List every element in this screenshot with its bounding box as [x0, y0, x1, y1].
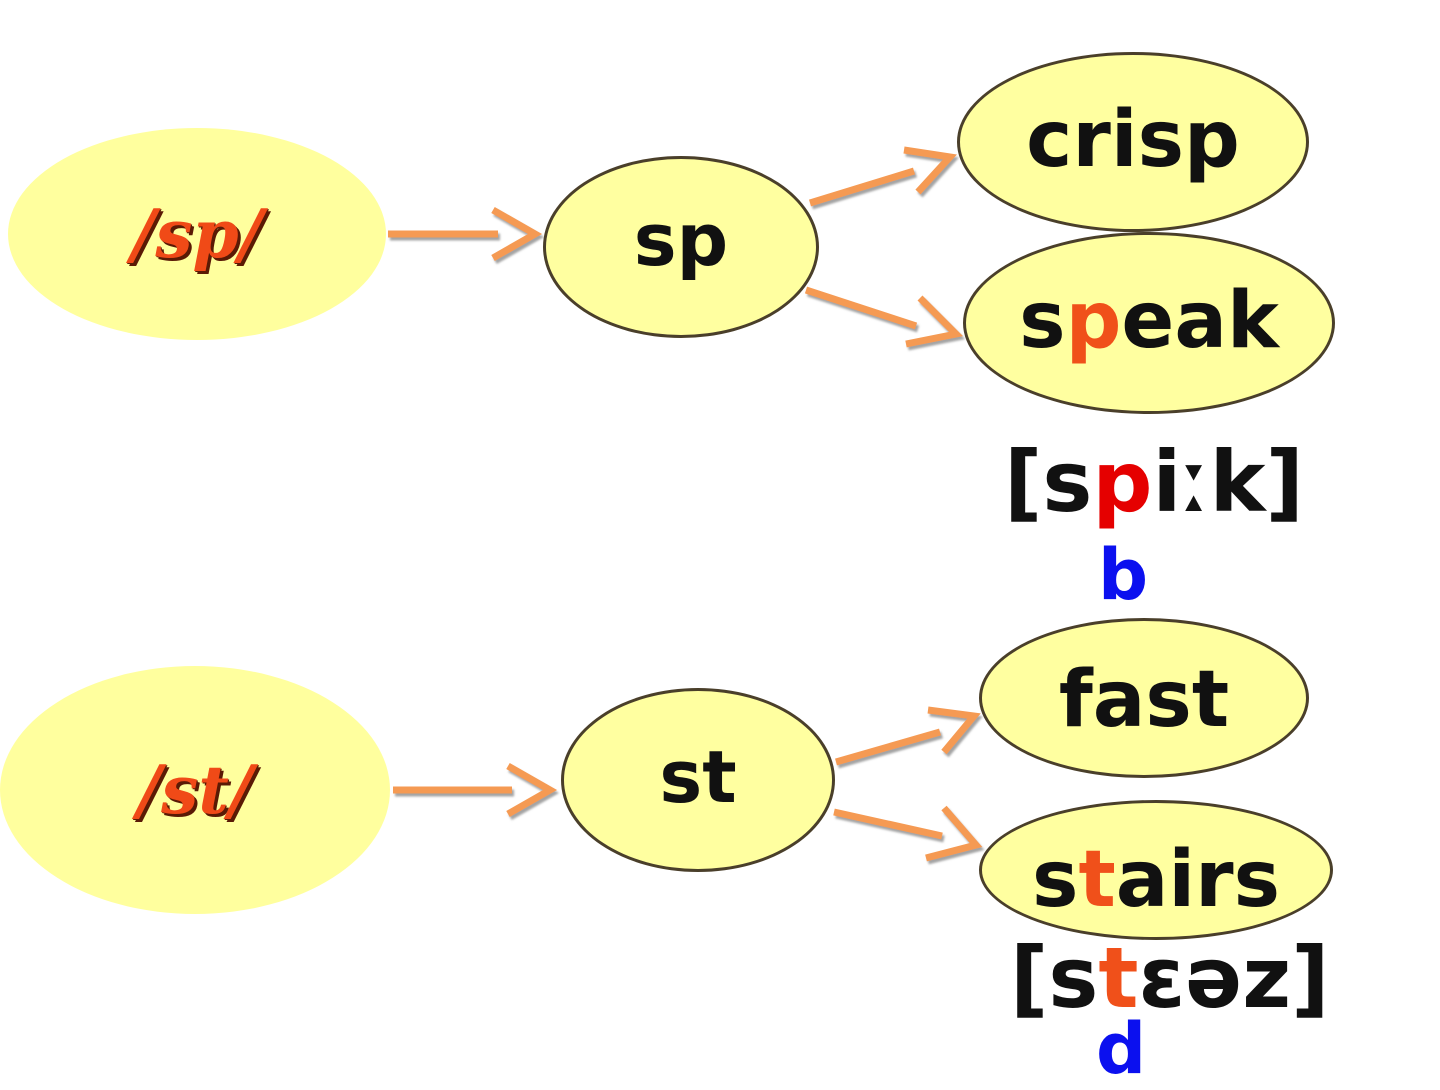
word-node-stairs: stairs: [979, 800, 1333, 940]
voiced-label-d: d: [1096, 1008, 1147, 1090]
word-label-fast: fast: [1058, 655, 1230, 745]
highlighted-letter-t: t: [1078, 835, 1116, 925]
transcription-highlight-p: p: [1092, 433, 1153, 531]
word-label-crisp: crisp: [1026, 95, 1240, 185]
highlighted-letter-p: p: [1065, 276, 1122, 366]
cluster-label-sp: sp: [633, 198, 729, 282]
arrow-sp-to-crisp: [808, 146, 958, 207]
arrow-st-to-stairs: [833, 805, 983, 862]
phoneme-label-sp: /sp/: [131, 195, 263, 273]
phoneme-node-st: /st/: [0, 666, 390, 914]
transcription-stairs: [stɛəz]: [1010, 929, 1330, 1027]
cluster-node-st: st: [561, 688, 835, 872]
voiced-label-b: b: [1098, 534, 1149, 616]
arrow-sp-to-speak: [804, 286, 964, 348]
phoneme-node-sp: /sp/: [8, 128, 386, 340]
transcription-highlight-t: t: [1098, 929, 1139, 1027]
phoneme-label-st: /st/: [137, 751, 253, 829]
transcription-speak: [spiːk]: [1004, 433, 1304, 531]
arrow-sp-phoneme-to-cluster: [388, 206, 543, 262]
word-node-speak: speak: [963, 232, 1335, 414]
word-label-stairs: stairs: [1032, 835, 1280, 925]
cluster-label-st: st: [659, 735, 737, 819]
word-label-speak: speak: [1019, 276, 1279, 366]
arrow-st-phoneme-to-cluster: [393, 762, 558, 818]
arrow-st-to-fast: [835, 706, 981, 766]
word-node-fast: fast: [979, 618, 1309, 778]
cluster-node-sp: sp: [543, 156, 819, 338]
word-node-crisp: crisp: [957, 52, 1309, 232]
